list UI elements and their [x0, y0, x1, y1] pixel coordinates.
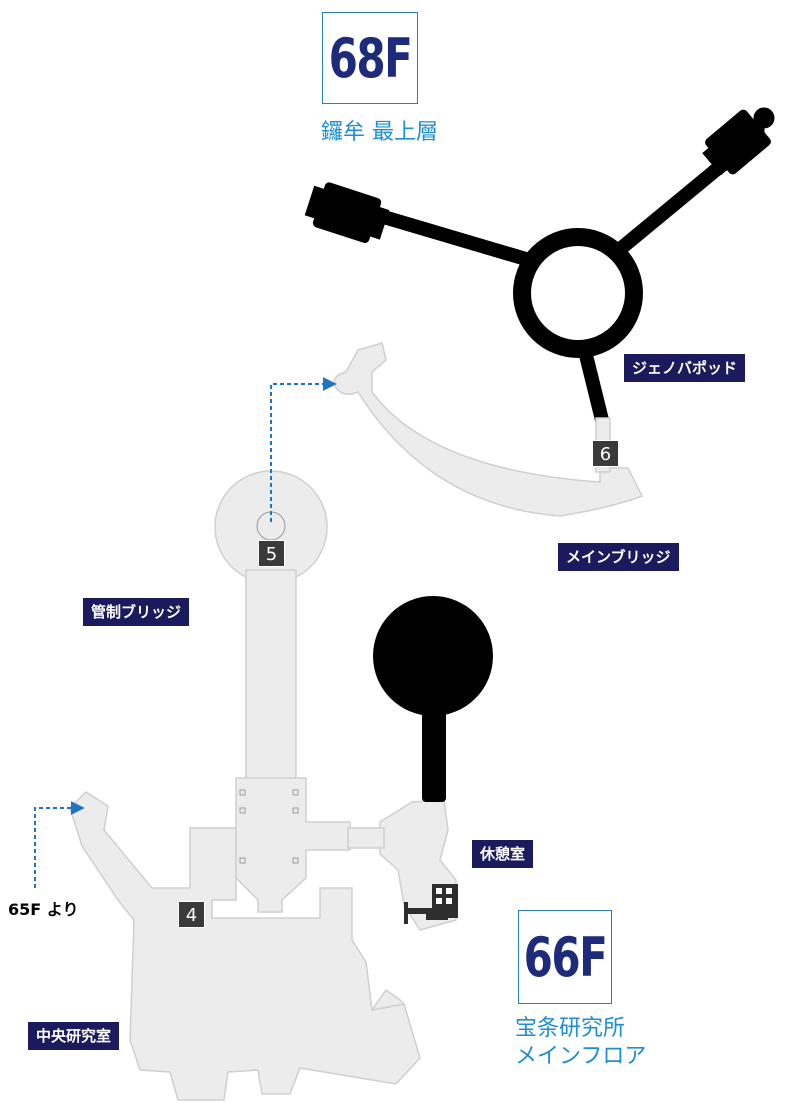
route-arrow-lower: [34, 801, 85, 888]
floor-number-68f: 68F: [328, 26, 413, 90]
label-lounge: 休憩室: [472, 840, 534, 868]
elevator-pad: [256, 511, 286, 541]
floor-name-66f-line1: 宝条研究所: [515, 1016, 626, 1041]
route-arrow-upper: [270, 377, 337, 522]
bed-save-icon: [404, 884, 458, 924]
label-jenova-pod: ジェノバポッド: [624, 354, 746, 382]
label-central-lab: 中央研究室: [28, 1022, 120, 1050]
black-rest-room: [373, 596, 493, 802]
upper-floor-area: [304, 107, 775, 422]
marker-6: 6: [592, 440, 619, 467]
marker-5: 5: [258, 540, 285, 567]
floor-name-68f: 鑼牟 最上層: [321, 120, 438, 145]
label-control-bridge: 管制ブリッジ: [83, 598, 190, 626]
floor-number-66f: 66F: [523, 925, 608, 989]
lower-floor-area: [69, 342, 644, 1101]
label-main-bridge: メインブリッジ: [558, 543, 679, 571]
entry-note-from-65f: 65F より: [8, 900, 79, 919]
marker-4: 4: [178, 901, 205, 928]
floor-name-66f-line2: メインフロア: [515, 1044, 647, 1069]
floor-number-box-68f: 68F: [322, 12, 418, 104]
floor-number-box-66f: 66F: [518, 910, 612, 1004]
junction-details: [239, 789, 299, 864]
